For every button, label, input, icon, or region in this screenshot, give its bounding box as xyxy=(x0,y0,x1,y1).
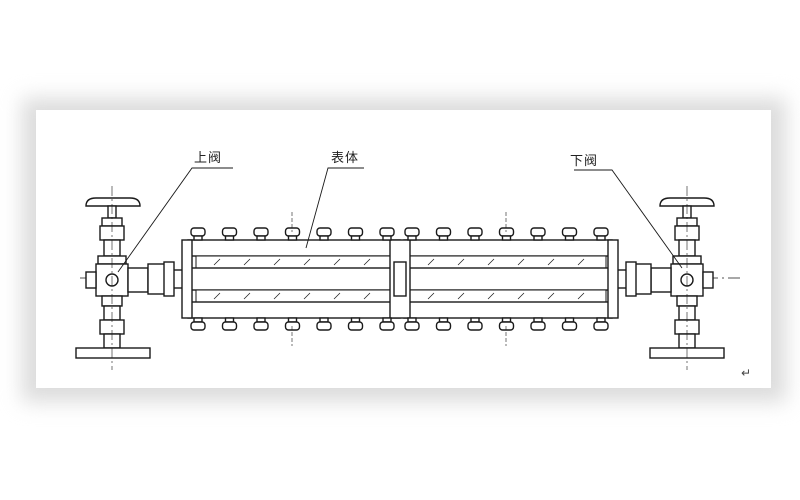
lower-valve-handwheel xyxy=(659,197,715,207)
glass-hatch-mark xyxy=(363,258,371,266)
glass-hatch-mark xyxy=(457,258,465,266)
glass-hatch-mark xyxy=(457,292,465,300)
bolt-top xyxy=(561,227,578,241)
glass-hatch-mark xyxy=(213,292,221,300)
bolt-top xyxy=(190,227,206,241)
glass-hatch-mark xyxy=(213,258,221,266)
glass-hatch-mark xyxy=(517,258,525,266)
bolt-top xyxy=(316,227,332,241)
glass-hatch-mark xyxy=(303,258,311,266)
upper-valve-leader xyxy=(117,167,233,273)
glass-hatch-mark xyxy=(333,258,341,266)
bolt-top xyxy=(435,227,452,241)
bolt-bottom xyxy=(593,317,609,331)
glass-hatch-mark xyxy=(577,258,585,266)
bolt-bottom xyxy=(190,317,206,331)
bolt-top xyxy=(379,227,395,241)
bolt-top xyxy=(284,227,301,241)
gauge-body-label: 表体 xyxy=(331,151,360,166)
glass-hatch-mark xyxy=(303,292,311,300)
gauge-body-leader xyxy=(305,167,364,249)
glass-hatch-mark xyxy=(273,292,281,300)
bolt-bottom xyxy=(404,317,420,331)
bolt-bottom xyxy=(379,317,395,331)
bolt-bottom xyxy=(561,317,578,331)
bolt-bottom xyxy=(221,317,238,331)
bolt-bottom xyxy=(498,317,515,331)
glass-hatch-mark xyxy=(547,292,555,300)
glass-hatch-mark xyxy=(333,292,341,300)
upper-valve-flange xyxy=(75,347,151,359)
glass-hatch-mark xyxy=(517,292,525,300)
bolt-bottom xyxy=(316,317,332,331)
glass-hatch-mark xyxy=(427,258,435,266)
upper-valve-handwheel xyxy=(85,197,141,207)
glass-hatch-mark xyxy=(243,292,251,300)
gauge-body xyxy=(181,239,619,319)
glass-hatch-mark xyxy=(363,292,371,300)
bolt-top xyxy=(221,227,238,241)
bolt-top xyxy=(467,227,483,241)
return-mark: ↵ xyxy=(741,366,752,380)
top-bolt-row xyxy=(190,227,609,241)
bottom-bolt-row xyxy=(190,317,609,331)
glass-hatch-mark xyxy=(487,258,495,266)
bolt-bottom xyxy=(435,317,452,331)
bolt-bottom xyxy=(467,317,483,331)
bolt-top xyxy=(347,227,364,241)
glass-hatch-mark xyxy=(547,258,555,266)
bolt-bottom xyxy=(347,317,364,331)
lower-valve-label: 下阀 xyxy=(570,154,599,169)
glass-hatch-mark xyxy=(577,292,585,300)
bolt-top xyxy=(253,227,269,241)
bolt-bottom xyxy=(253,317,269,331)
upper-valve-label: 上阀 xyxy=(194,151,223,166)
lower-valve xyxy=(611,186,725,370)
glass-hatch-mark xyxy=(427,292,435,300)
bolt-top xyxy=(530,227,546,241)
glass-hatch-mark xyxy=(243,258,251,266)
lower-valve-leader xyxy=(574,169,683,269)
upper-valve xyxy=(75,186,189,370)
bolt-bottom xyxy=(530,317,546,331)
bolt-top xyxy=(498,227,515,241)
glass-hatch-mark xyxy=(273,258,281,266)
bolt-bottom xyxy=(284,317,301,331)
bolt-top xyxy=(404,227,420,241)
bolt-top xyxy=(593,227,609,241)
glass-hatch-mark xyxy=(487,292,495,300)
